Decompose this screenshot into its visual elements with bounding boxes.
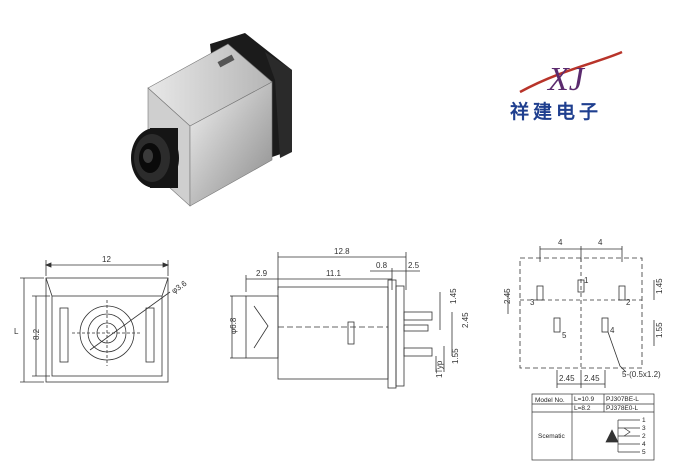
side-view-drawing [230, 252, 453, 389]
dim-pcb-slot: 5-(0.5x1.2) [622, 370, 661, 379]
schematic-pin-5: 5 [642, 449, 646, 456]
dim-pin-top: 1.45 [449, 288, 458, 304]
dim-body: 11.1 [326, 269, 342, 278]
dim-hole: φ3.6 [170, 279, 189, 296]
model-table [531, 393, 655, 461]
jack-photo [131, 33, 292, 207]
dim-pcb-bottom-left: 2.45 [559, 374, 575, 383]
dim-side-l: L [14, 327, 19, 336]
dim-pcb-right-bottom: 1.55 [655, 322, 664, 338]
dim-flange: 2.5 [408, 261, 420, 270]
dim-diameter: φ6.8 [229, 317, 238, 334]
table-header: Model No. [535, 397, 565, 404]
company-logo: XJ 祥建电子 [510, 50, 623, 123]
dim-pin-low: 1.55 [451, 348, 460, 364]
schematic-pin-1: 1 [642, 417, 646, 424]
dim-pcb-left-height: 2.45 [503, 288, 512, 304]
table-row2-model: PJ378E0-L [606, 405, 639, 412]
pcb-pin-5: 5 [562, 331, 567, 340]
schematic-label: Scematic [538, 433, 565, 440]
pcb-pin-4: 4 [610, 326, 615, 335]
dim-pin-mid: 2.45 [461, 312, 470, 328]
logo-latin: XJ [546, 61, 586, 98]
logo-chinese: 祥建电子 [510, 100, 602, 123]
dim-pcb-right-top: 1.45 [655, 278, 664, 294]
pcb-layout-drawing [507, 246, 655, 388]
dim-overall: 12.8 [334, 247, 350, 256]
dim-pcb-top-right: 4 [598, 238, 603, 247]
pcb-pin-1: 1 [584, 276, 589, 285]
table-row2-l: L=8.2 [574, 405, 591, 412]
front-view-drawing [20, 260, 171, 383]
logo-swoosh [519, 50, 623, 94]
dim-gap: 0.8 [376, 261, 388, 270]
schematic-pin-3: 3 [642, 425, 646, 432]
dim-typ: 1Typ [435, 360, 444, 378]
pcb-pin-3: 3 [530, 298, 535, 307]
dim-pcb-bottom-right: 2.45 [584, 374, 600, 383]
schematic-pin-4: 4 [642, 441, 646, 448]
dim-left: 2.9 [256, 269, 268, 278]
table-row1-l: L=10.9 [574, 396, 594, 403]
schematic-pin-2: 2 [642, 433, 646, 440]
dim-height: 8.2 [32, 328, 41, 340]
dim-width: 12 [102, 255, 111, 264]
table-row1-model: PJ307BE-L [606, 396, 639, 403]
dim-pcb-top-left: 4 [558, 238, 563, 247]
pcb-pin-2: 2 [626, 298, 631, 307]
